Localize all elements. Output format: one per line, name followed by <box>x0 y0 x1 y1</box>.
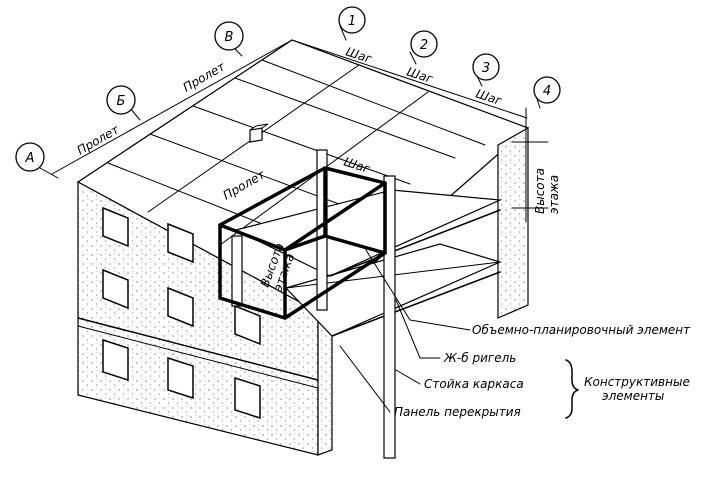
group-label-1: Конструктивные <box>584 375 690 389</box>
roof-vent <box>249 123 269 143</box>
volume-element-outline <box>218 166 387 320</box>
axis-marker-1: 1 <box>338 6 366 34</box>
callout-volume-element: Объемно-планировочный элемент <box>472 323 691 337</box>
group-label-2: элементы <box>602 389 664 403</box>
svg-text:2: 2 <box>420 38 428 53</box>
span-label-1: Пролет <box>75 122 123 158</box>
facade-windows <box>102 206 261 420</box>
group-brace <box>565 359 579 419</box>
floor-height-label-right-2: этажа <box>547 175 561 214</box>
svg-text:В: В <box>225 30 234 45</box>
axis-marker-v: В <box>214 21 244 51</box>
frame-columns <box>231 149 396 459</box>
floor-height-label-right-1: Высота <box>533 168 547 214</box>
axis-marker-b: Б <box>106 85 136 115</box>
svg-text:А: А <box>25 151 35 166</box>
axis-markers: А Б В 1 2 3 4 <box>15 6 561 172</box>
axis-marker-a: А <box>15 142 45 172</box>
svg-text:1: 1 <box>348 14 356 29</box>
callout-slab: Панель перекрытия <box>394 405 521 419</box>
axis-marker-4: 4 <box>533 76 561 104</box>
callout-beam: Ж-б ригель <box>443 351 516 365</box>
callout-leaders <box>339 249 471 413</box>
callout-column: Стойка каркаса <box>424 377 524 391</box>
axis-marker-3: 3 <box>472 53 500 81</box>
right-end-wall <box>497 126 529 319</box>
axis-marker-2: 2 <box>410 30 438 58</box>
svg-text:Б: Б <box>117 94 126 109</box>
svg-text:3: 3 <box>482 61 490 76</box>
svg-text:4: 4 <box>543 84 551 99</box>
